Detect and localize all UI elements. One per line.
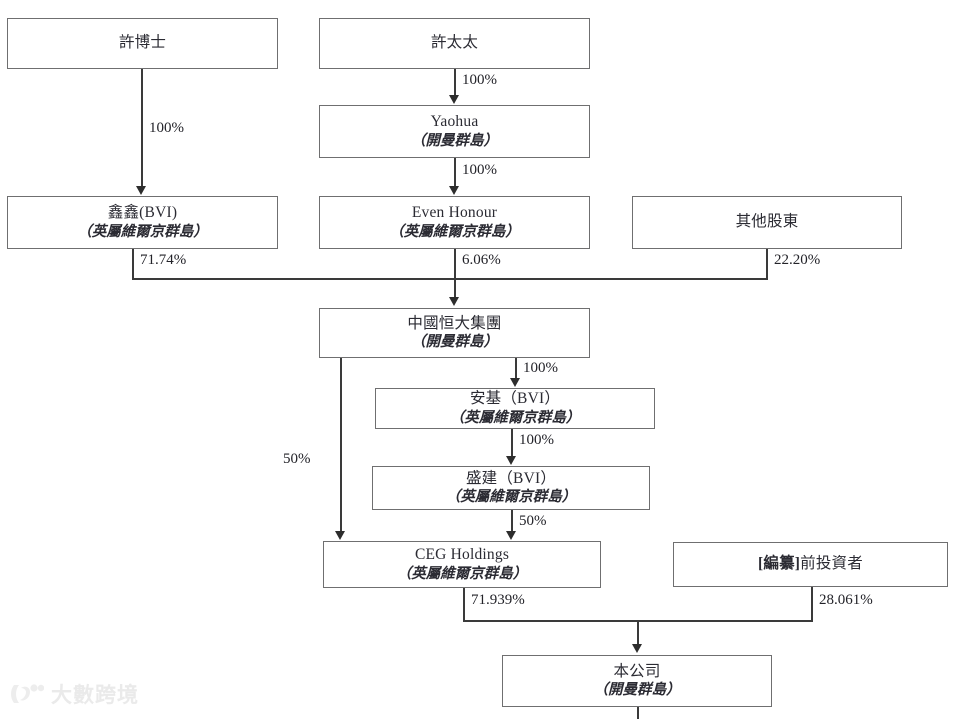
node-other-shareholders: 其他股東 [632,196,902,249]
edge-evergrande-to-ceg [340,358,342,532]
node-the-company: 本公司 （開曼群島） [502,655,772,707]
node-title-bracket: [編纂] [758,555,801,573]
node-title: 盛建（BVI） [465,469,557,487]
arrowhead-evergrande [449,297,460,306]
edge-shengjian-to-ceg [511,510,513,532]
edge-label-anji-shengjian: 100% [519,432,554,448]
edge-label-hui-mrs-yaohua: 100% [462,72,497,88]
node-title: [編纂]前投資者 [758,555,863,573]
node-title: 安基（BVI） [469,390,561,408]
arrowhead-shengjian [506,456,517,465]
edge-label-ceg-company: 71.939% [471,592,525,608]
node-title-rest: 前投資者 [800,555,863,573]
node-title: 本公司 [613,662,661,680]
node-subtitle: （英屬維爾京群島） [449,409,581,426]
edge-label-hui-dr-xinxin: 100% [149,120,184,136]
edge-label-pre-investors-company: 28.061% [819,592,873,608]
node-hui-mrs: 許太太 [319,18,590,69]
node-title: Even Honour [411,204,498,222]
node-subtitle: （英屬維爾京群島） [77,223,208,240]
edge-hui-dr-to-xinxin [141,69,143,187]
node-subtitle: （英屬維爾京群島） [396,565,528,582]
node-title: 許太太 [430,34,479,52]
watermark: 大數跨境 [10,679,139,709]
arrowhead-anji [510,378,521,387]
node-pre-investors: [編纂]前投資者 [673,542,948,587]
node-yaohua: Yaohua （開曼群島） [319,105,590,158]
node-subtitle: （英屬維爾京群島） [445,489,577,506]
arrowhead-xinxin [136,186,147,195]
arrowhead-ceg-from-evergrande [335,531,346,540]
edge-evergrande-to-anji [515,358,517,379]
edge-bus-to-company [637,620,639,645]
edge-label-xinxin-evergrande: 71.74% [140,252,187,268]
node-even-honour: Even Honour （英屬維爾京群島） [319,196,590,249]
edge-anji-to-shengjian [511,429,513,457]
watermark-logo-icon [10,681,45,707]
node-evergrande-group: 中國恒大集團 （開曼群島） [319,308,590,358]
node-subtitle: （英屬維爾京群島） [389,223,520,240]
node-title: 許博士 [118,34,167,52]
edge-bus-bar-to-evergrande [132,278,768,280]
arrowhead-even-honour [449,186,460,195]
edge-xinxin-to-bus [132,249,134,279]
node-anji-bvi: 安基（BVI） （英屬維爾京群島） [375,388,655,429]
node-title: 其他股東 [735,213,799,231]
edge-yaohua-to-even-honour [454,158,456,186]
edge-label-evergrande-anji: 100% [523,360,558,376]
node-ceg-holdings: CEG Holdings （英屬維爾京群島） [323,541,601,588]
edge-ceg-to-bus [463,588,465,620]
arrowhead-ceg-from-shengjian [506,531,517,540]
node-title: CEG Holdings [414,546,510,564]
node-xinxin-bvi: 鑫鑫(BVI) （英屬維爾京群島） [7,196,278,249]
node-subtitle: （開曼群島） [411,334,498,351]
edge-label-evergrande-ceg: 50% [283,451,311,467]
node-subtitle: （開曼群島） [411,132,498,149]
edge-even-honour-to-evergrande [454,249,456,298]
node-hui-dr: 許博士 [7,18,278,69]
node-title: Yaohua [430,113,479,131]
edge-label-shengjian-ceg: 50% [519,513,547,529]
node-subtitle: （開曼群島） [593,682,681,699]
edge-label-even-honour-evergrande: 6.06% [462,252,501,268]
node-shengjian-bvi: 盛建（BVI） （英屬維爾京群島） [372,466,650,510]
arrowhead-company [632,644,643,653]
watermark-text: 大數跨境 [51,683,139,707]
edge-label-other-holders-evergrande: 22.20% [774,252,821,268]
edge-company-downstream [637,707,639,719]
edge-hui-mrs-to-yaohua [454,69,456,96]
node-title: 鑫鑫(BVI) [107,204,178,222]
edge-label-yaohua-even-honour: 100% [462,162,497,178]
arrowhead-yaohua [449,95,460,104]
edge-pre-investors-to-bus [811,587,813,620]
edge-other-holders-to-bus [766,249,768,279]
node-title: 中國恒大集團 [407,314,502,332]
